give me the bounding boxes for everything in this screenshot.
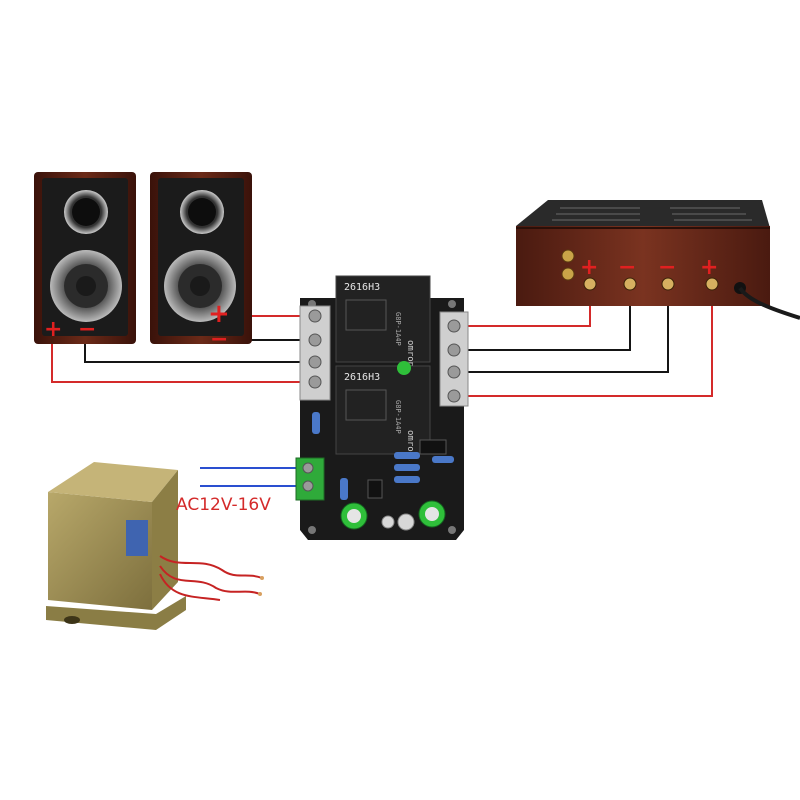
power-cord xyxy=(738,286,800,320)
screw-icon xyxy=(308,375,322,389)
amp-terminal-1: + xyxy=(580,255,598,280)
screw-icon xyxy=(308,333,322,347)
relay-top-model: G8P-1A4P xyxy=(394,312,402,346)
terminal-block-right xyxy=(439,311,469,407)
screw-icon xyxy=(308,309,322,323)
relay-bottom: 2616H3 omron G8P-1A4P xyxy=(335,365,431,457)
amp-terminal-2: − xyxy=(618,255,636,280)
power-input-terminal xyxy=(295,457,325,501)
speaker-right-plus: + xyxy=(208,299,230,329)
relay-bottom-model: G8P-1A4P xyxy=(394,400,402,434)
relay-top: 2616H3 omron G8P-1A4P xyxy=(335,275,431,367)
wire-amp-positive-2 xyxy=(462,284,713,397)
resistors xyxy=(312,412,454,500)
terminal-block-left xyxy=(299,305,331,401)
amp-terminal-3: − xyxy=(658,255,676,280)
screw-icon xyxy=(302,480,314,492)
screw-icon xyxy=(447,389,461,403)
transistor xyxy=(367,479,383,499)
wires xyxy=(51,284,713,487)
wire-left-speaker-positive xyxy=(51,338,310,383)
relay-top-brand: omron xyxy=(405,340,415,367)
capacitor xyxy=(418,500,446,528)
relay-bottom-brand: omron xyxy=(405,430,415,457)
rca-input-icon xyxy=(561,249,575,263)
screw-icon xyxy=(447,319,461,333)
rca-input-icon xyxy=(561,267,575,281)
screw-icon xyxy=(447,343,461,357)
relay-top-marking: 2616H3 xyxy=(344,282,380,293)
capacitor xyxy=(381,515,395,529)
relay-bottom-marking: 2616H3 xyxy=(344,372,380,383)
transformer xyxy=(46,462,264,630)
coil-icon xyxy=(126,520,148,556)
speaker-left-minus: − xyxy=(78,317,96,342)
screw-icon xyxy=(308,355,322,369)
wire-amp-negative-2 xyxy=(462,284,669,373)
binding-post-icon xyxy=(583,277,597,291)
speaker-right: + − xyxy=(150,172,252,352)
speaker-left-plus: + xyxy=(44,317,62,342)
speaker-left: + − xyxy=(34,172,136,344)
speaker-right-minus: − xyxy=(210,327,228,352)
binding-post-icon xyxy=(661,277,675,291)
capacitor xyxy=(397,513,415,531)
amp-terminal-4: + xyxy=(700,255,718,280)
wire-left-speaker-negative xyxy=(84,338,310,363)
binding-post-icon xyxy=(623,277,637,291)
led-green-icon xyxy=(397,361,411,375)
screw-icon xyxy=(302,462,314,474)
capacitor xyxy=(340,502,368,530)
chip xyxy=(419,439,447,455)
transformer-voltage-label: AC12V-16V xyxy=(176,495,271,515)
transformer-leads xyxy=(159,555,263,601)
binding-post-icon xyxy=(705,277,719,291)
protection-board: 2616H3 omron G8P-1A4P 2616H3 omron G8P-1… xyxy=(295,275,469,540)
amplifier: + − − + xyxy=(516,200,800,320)
screw-icon xyxy=(447,365,461,379)
